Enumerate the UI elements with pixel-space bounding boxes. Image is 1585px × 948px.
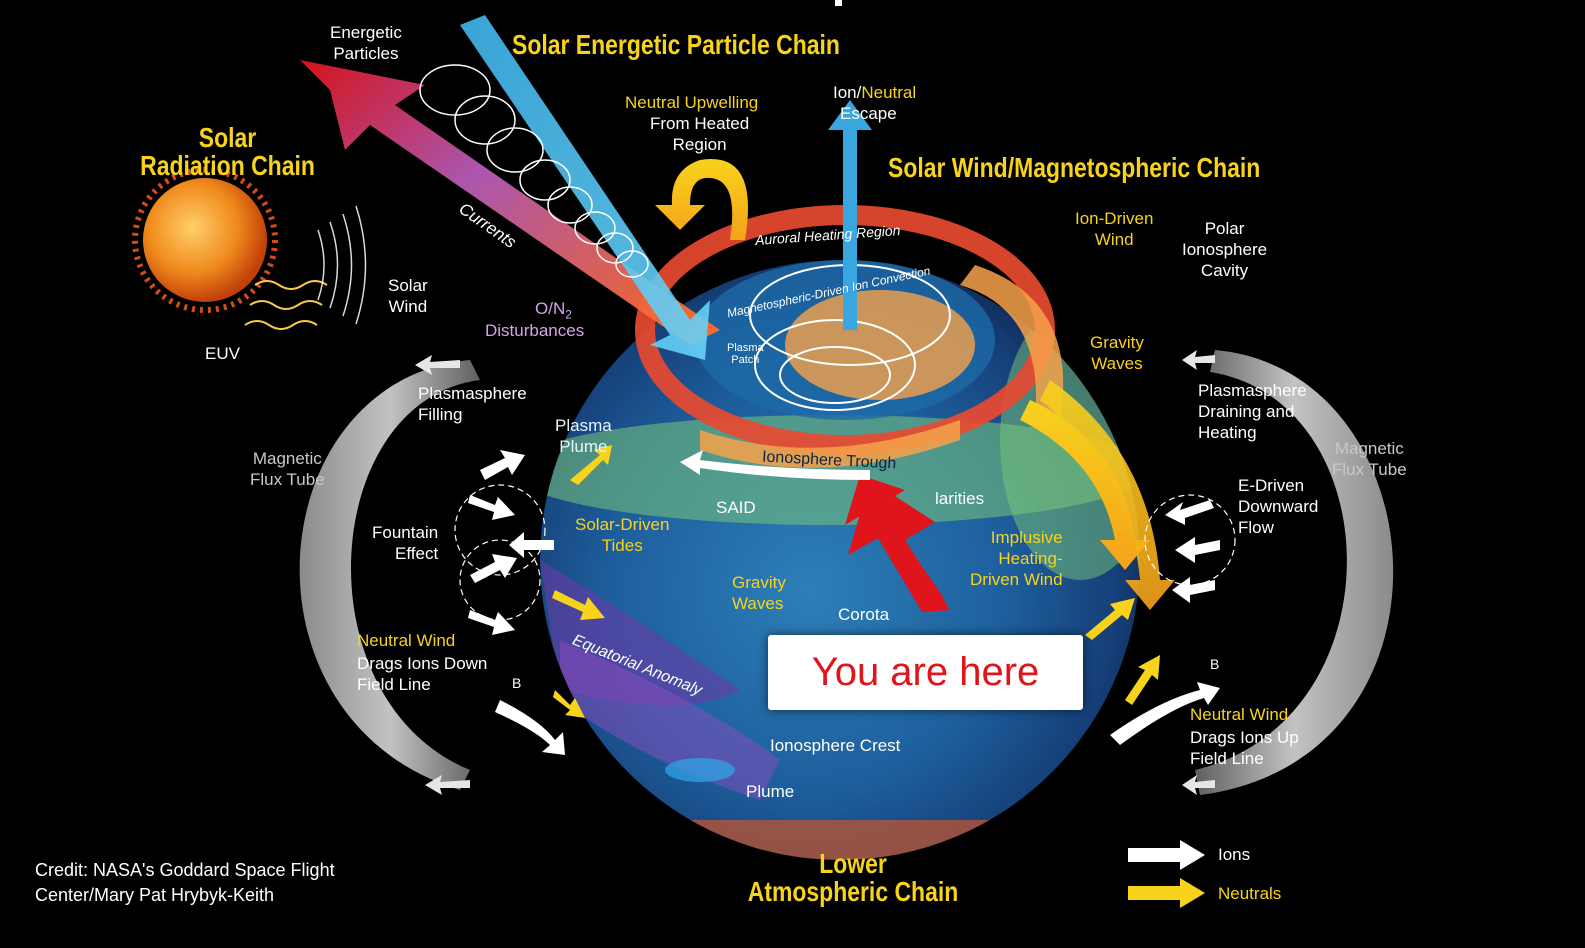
legend-neutrals-arrow xyxy=(1128,878,1205,908)
ion-driven-wind-label: Ion-Driven Wind xyxy=(1075,209,1154,249)
plasmasphere-filling-label: Plasmasphere Filling xyxy=(418,384,527,424)
plasmasphere-draining-label: Plasmasphere Draining and Heating xyxy=(1198,381,1307,442)
neutral-wind-right-label: Neutral Wind xyxy=(1190,705,1289,724)
solar-radiation-chain-title: Solar Radiation Chain xyxy=(140,122,315,181)
corotation-label: Corota xyxy=(838,605,890,624)
fountain-effect-label: Fountain Effect xyxy=(372,523,439,563)
b-left-label: B xyxy=(512,675,522,691)
e-driven-downward-flow-label: E-Driven Downward Flow xyxy=(1238,476,1319,537)
magnetic-flux-tube-left-label: Magnetic Flux Tube xyxy=(250,449,325,489)
impulsive-wind-arrow xyxy=(1020,400,1150,570)
neutral-arrows xyxy=(552,445,1160,718)
you-are-here-text: You are here xyxy=(811,650,1040,694)
energetic-particle-arrow xyxy=(460,15,710,360)
solar-driven-tides-label: Solar-Driven Tides xyxy=(575,515,670,555)
particle-spiral xyxy=(419,64,649,278)
image-credit: Credit: NASA's Goddard Space Flight Cent… xyxy=(35,860,335,905)
plume-label: Plume xyxy=(746,782,795,801)
solar-radiation-arrow xyxy=(300,60,720,345)
solar-energetic-particle-chain-title: Solar Energetic Particle Chain xyxy=(512,29,840,60)
from-heated-region-label: From Heated Region xyxy=(650,114,750,154)
plasma-patch-label: Plasma Patch xyxy=(727,342,764,366)
drags-ions-down-label: Drags Ions Down Field Line xyxy=(357,654,488,694)
drags-ions-up-label: Drags Ions Up Field Line xyxy=(1190,728,1299,768)
left-ion-arrows xyxy=(468,450,565,755)
solar-wind-magnetospheric-chain-title: Solar Wind/Magnetospheric Chain xyxy=(888,152,1261,183)
euv-label: EUV xyxy=(205,344,240,363)
legend-ions-arrow xyxy=(1128,840,1205,870)
you-are-here-callout: You are here xyxy=(768,635,1083,710)
sun xyxy=(132,167,328,330)
legend-neutrals-label: Neutrals xyxy=(1218,884,1282,903)
ionosphere-crest-label: Ionosphere Crest xyxy=(770,736,901,755)
legend-ions-label: Ions xyxy=(1218,845,1251,864)
b-right-label: B xyxy=(1210,656,1220,672)
gravity-waves-mid-label: Gravity Waves xyxy=(732,573,786,613)
energetic-particles-label: Energetic Particles xyxy=(330,23,402,63)
plasma-plume-label: Plasma Plume xyxy=(555,416,612,456)
neutral-wind-left-label: Neutral Wind xyxy=(357,631,456,650)
flux-tube-left xyxy=(299,360,480,790)
ion-escape-arrow xyxy=(828,100,872,330)
magnetic-flux-tube-right-label: Magnetic Flux Tube xyxy=(1332,439,1407,479)
solar-wind-arcs xyxy=(317,205,367,325)
polar-ionosphere-cavity-label: Polar Ionosphere Cavity xyxy=(1182,219,1268,280)
solar-wind-label: Solar Wind xyxy=(388,276,428,316)
ion-neutral-label: Ion/Neutral xyxy=(833,83,917,102)
irregularities-label: larities xyxy=(935,489,985,508)
escape-label: Escape xyxy=(840,104,897,123)
o-n2-label: O/N2 xyxy=(535,299,572,322)
said-label: SAID xyxy=(716,498,756,517)
right-ion-arrows xyxy=(1110,500,1220,745)
neutral-upwelling-label: Neutral Upwelling xyxy=(625,93,759,112)
gravity-waves-top-label: Gravity Waves xyxy=(1090,333,1144,373)
flux-tube-right xyxy=(1195,350,1394,795)
disturbances-label: Disturbances xyxy=(485,321,585,340)
neutral-upwelling-arrow xyxy=(655,159,748,240)
implusive-heating-label: Implusive Heating- Driven Wind xyxy=(970,528,1063,589)
top-mark xyxy=(835,0,842,6)
lower-atmospheric-chain-title: Lower Atmospheric Chain xyxy=(747,848,959,907)
